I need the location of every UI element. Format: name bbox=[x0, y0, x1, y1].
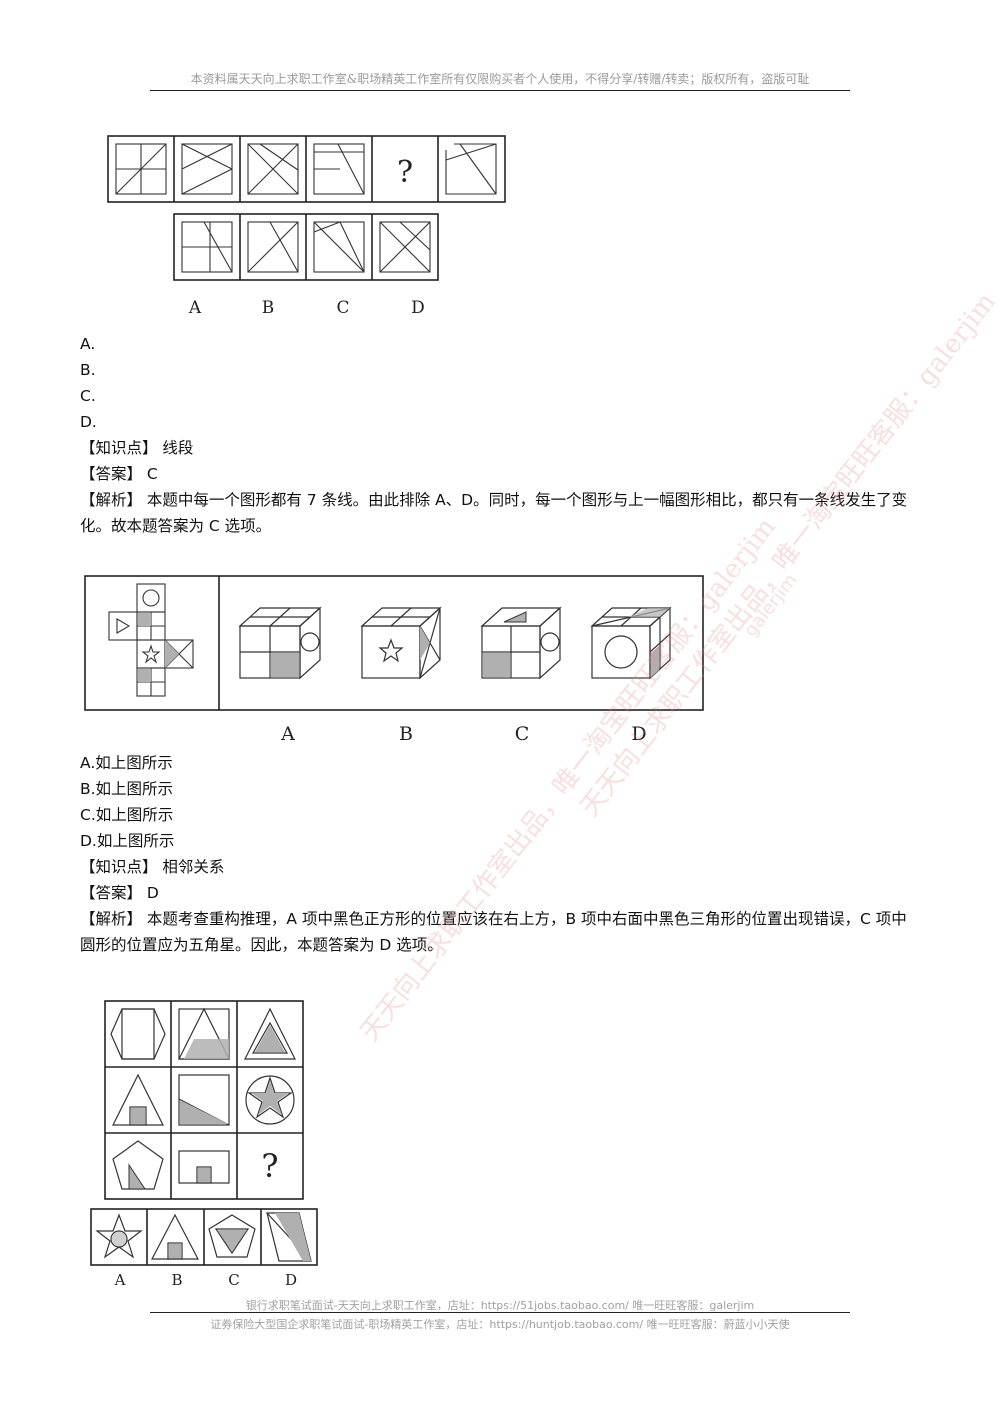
q1-label-c: C bbox=[336, 298, 349, 318]
q3-label-b: B bbox=[171, 1271, 182, 1289]
q2-figure: A B C D bbox=[84, 575, 704, 745]
q3-label-d: D bbox=[285, 1271, 297, 1289]
q2-answer: 【答案】 D bbox=[80, 884, 159, 902]
q1-options: A. B. C. D. 【知识点】 线段 【答案】 C bbox=[80, 331, 193, 487]
q1-analysis: 【解析】 本题中每一个图形都有 7 条线。由此排除 A、D。同时，每一个图形与上… bbox=[80, 491, 908, 535]
footer-line-1: 银行求职笔试面试-天天向上求职工作室，店址：https://51jobs.tao… bbox=[245, 1299, 755, 1312]
q2-option-a[interactable]: A.如上图所示 bbox=[80, 754, 173, 772]
footer-divider bbox=[150, 1312, 850, 1313]
q1-option-c[interactable]: C. bbox=[80, 387, 96, 405]
watermark-2: 天天向上求职工作室出品，唯一淘宝旺旺客服：galerjim bbox=[574, 287, 1000, 823]
q3-figure: ? A B C D bbox=[90, 1000, 318, 1289]
q3-label-c: C bbox=[228, 1271, 239, 1289]
q1-figure: ? A B C D bbox=[107, 135, 506, 318]
q1-option-a[interactable]: A. bbox=[80, 335, 96, 353]
q3-label-a: A bbox=[114, 1271, 126, 1289]
q3-question-mark: ? bbox=[261, 1147, 278, 1185]
q2-label-a: A bbox=[280, 723, 295, 745]
q1-label-a: A bbox=[188, 298, 202, 318]
q1-option-b[interactable]: B. bbox=[80, 361, 96, 379]
q2-options: A.如上图所示 B.如上图所示 C.如上图所示 D.如上图所示 【知识点】 相邻… bbox=[80, 750, 224, 906]
q1-label-d: D bbox=[411, 298, 425, 318]
q2-option-b[interactable]: B.如上图所示 bbox=[80, 780, 174, 798]
q2-label-c: C bbox=[515, 723, 530, 745]
q2-analysis: 【解析】 本题考查重构推理，A 项中黑色正方形的位置应该在右上方，B 项中右面中… bbox=[80, 910, 907, 954]
q2-label-d: D bbox=[631, 723, 646, 745]
q2-option-c[interactable]: C.如上图所示 bbox=[80, 806, 174, 824]
q2-option-d[interactable]: D.如上图所示 bbox=[80, 832, 175, 850]
footer-line-2: 证券保险大型国企求职笔试面试-职场精英工作室，店址：https://huntjo… bbox=[210, 1318, 790, 1331]
q1-answer: 【答案】 C bbox=[80, 465, 158, 483]
header-divider bbox=[150, 90, 850, 91]
page-header: 本资料属天天向上求职工作室&职场精英工作室所有仅限购买者个人使用，不得分享/转赠… bbox=[190, 72, 810, 86]
q1-question-mark: ? bbox=[397, 155, 413, 190]
q1-knowledge: 【知识点】 线段 bbox=[80, 439, 194, 457]
q2-knowledge: 【知识点】 相邻关系 bbox=[80, 858, 225, 876]
q1-option-d[interactable]: D. bbox=[80, 413, 97, 431]
q2-label-b: B bbox=[399, 723, 413, 745]
q1-label-b: B bbox=[262, 298, 275, 318]
